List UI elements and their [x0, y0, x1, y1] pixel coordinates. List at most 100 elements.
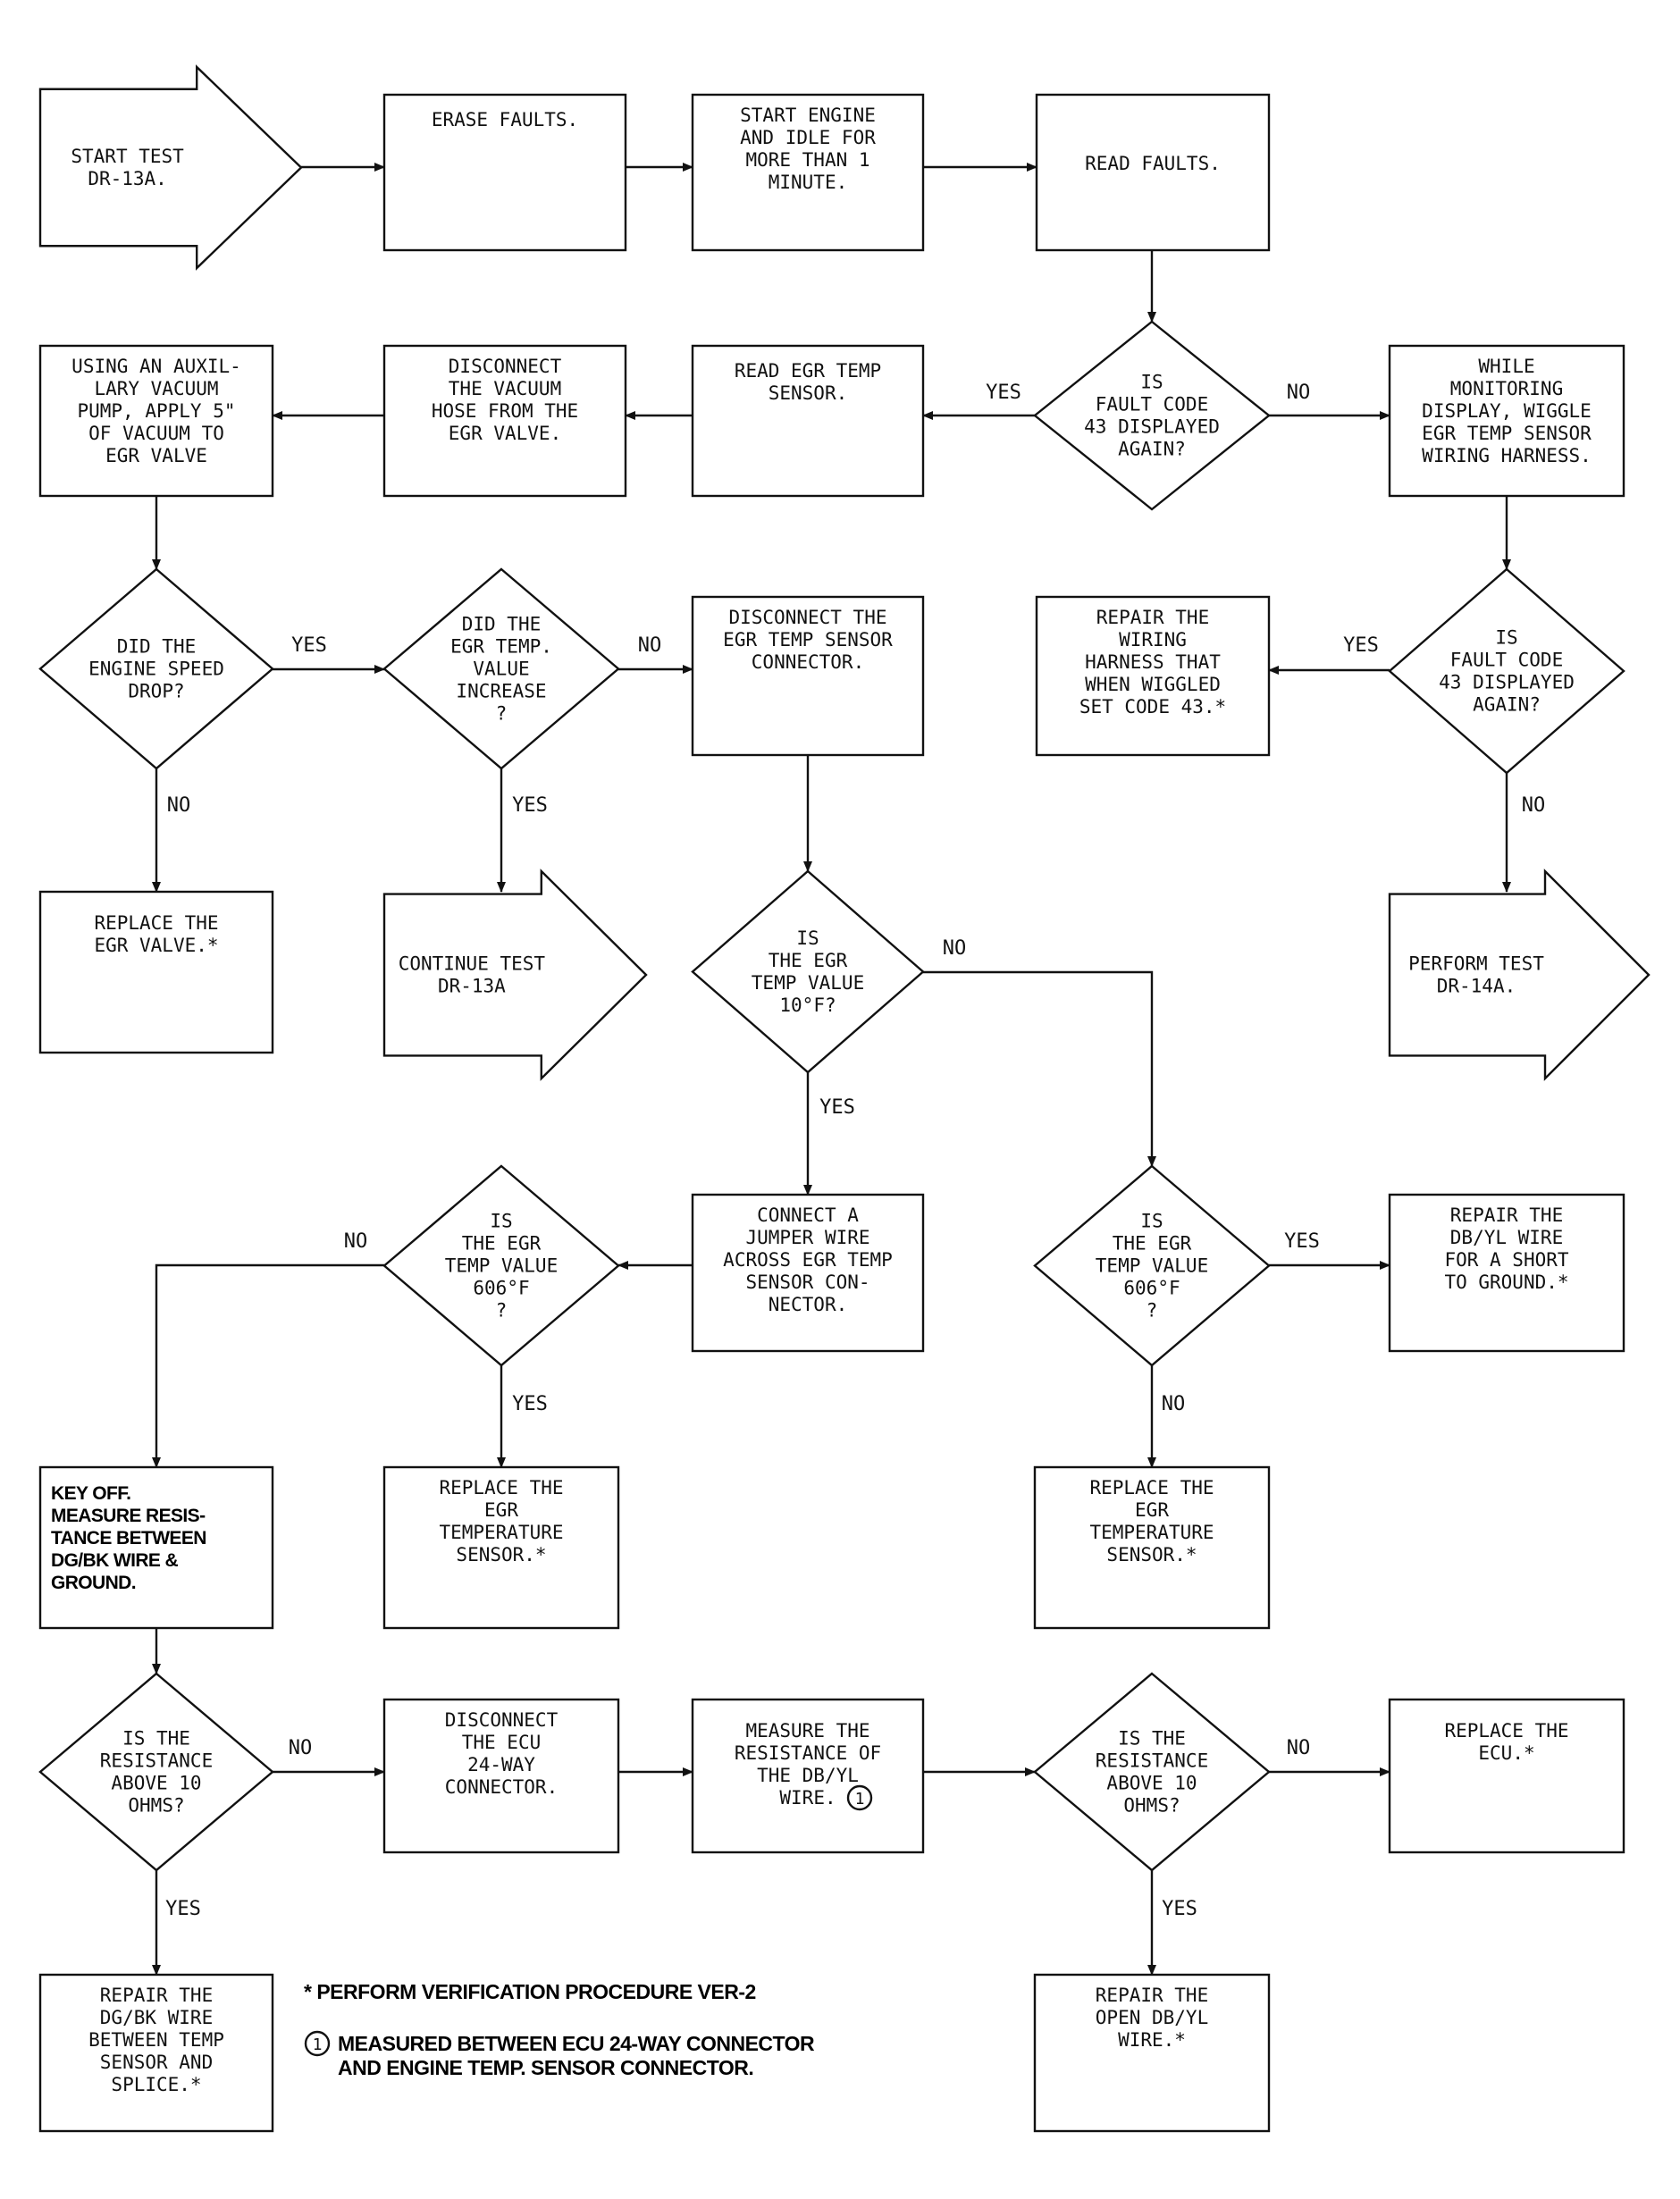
repair-harness-label-line: REPAIR THE	[1096, 607, 1209, 628]
fault-43-q2-label-line: FAULT CODE	[1450, 650, 1563, 671]
read-egr-temp-rect	[691, 344, 925, 498]
engine-speed-q-label-line: ENGINE SPEED	[88, 659, 224, 680]
disconnect-ecu-label-line: DISCONNECT	[445, 1709, 559, 1731]
read-faults-rect	[1035, 93, 1271, 252]
resistance-q-right-label-line: OHMS?	[1123, 1795, 1180, 1817]
fault-43-q1-diamond-shape	[1033, 320, 1271, 511]
measured-note-line1: MEASURED BETWEEN ECU 24-WAY CONNECTOR	[338, 2032, 815, 2055]
edge-label-no: NO	[1287, 382, 1311, 404]
key-off-measure-rect	[38, 1465, 274, 1630]
erase-faults-label: ERASE FAULTS.	[432, 109, 578, 130]
temp-606-q-right-label-line: ?	[1147, 1300, 1158, 1322]
edge-label-no: NO	[167, 794, 191, 817]
circled-marker-number: 1	[313, 2035, 323, 2054]
measure-dbyl-label-line: THE DB/YL	[757, 1765, 859, 1786]
wiggle-harness-rect	[1388, 344, 1625, 498]
edge-label-no: NO	[638, 634, 662, 657]
start-test-label-line: DR-13A.	[88, 168, 167, 189]
disconnect-ecu-label-line: CONNECTOR.	[445, 1776, 558, 1798]
footnotes: * PERFORM VERIFICATION PROCEDURE VER-2 1…	[304, 1980, 816, 2079]
resistance-q-left-label-line: RESISTANCE	[100, 1750, 213, 1772]
fault-43-q2-label-line: 43 DISPLAYED	[1439, 672, 1575, 693]
connector-temp-10-q-to-temp-606-q-right	[923, 970, 1156, 1167]
measured-note-line2: AND ENGINE TEMP. SENSOR CONNECTOR.	[338, 2056, 753, 2079]
connect-jumper-label-line: NECTOR.	[769, 1294, 848, 1315]
replace-sensor-right-label-line: SENSOR.*	[1106, 1544, 1197, 1565]
temp-606-q-left-diamond-shape	[382, 1164, 620, 1367]
repair-dbyl-short-label-line: REPAIR THE	[1450, 1204, 1563, 1226]
engine-speed-q-diamond-shape	[38, 567, 274, 770]
replace-sensor-left-label-line: SENSOR.*	[456, 1544, 546, 1565]
engine-speed-q-label-line: DROP?	[128, 681, 184, 702]
temp-10-q-label-line: IS	[796, 927, 819, 949]
perform-test-label-line: DR-14A.	[1437, 976, 1516, 997]
disconnect-vacuum-label-line: HOSE FROM THE	[432, 400, 578, 422]
start-engine-label-line: MINUTE.	[769, 172, 848, 193]
edge-label-no: NO	[943, 937, 967, 960]
wiggle-harness-label-line: EGR TEMP SENSOR	[1422, 423, 1592, 444]
replace-sensor-right-label-line: REPLACE THE	[1089, 1477, 1214, 1498]
repair-open-dbyl-label-line: REPAIR THE	[1096, 1985, 1208, 2006]
temp-606-q-right-label-line: THE EGR	[1113, 1233, 1192, 1255]
continue-test-label-line: CONTINUE TEST	[399, 953, 546, 975]
resistance-q-left-label-line: ABOVE 10	[111, 1773, 201, 1794]
replace-ecu-rect	[1388, 1698, 1625, 1854]
key-off-measure-label-line: KEY OFF.	[51, 1483, 130, 1504]
aux-vacuum-label-line: USING AN AUXIL-	[71, 356, 241, 377]
key-off-measure-label-line: MEASURE RESIS-	[51, 1506, 206, 1526]
replace-sensor-left-label-line: TEMPERATURE	[439, 1522, 563, 1543]
connectors	[152, 163, 1511, 1976]
replace-ecu-label-line: ECU.*	[1478, 1742, 1534, 1764]
temp-606-q-left-label-line: 606°F	[473, 1278, 529, 1299]
replace-sensor-right-label-line: EGR	[1135, 1499, 1169, 1521]
perform-test-arrow-shape	[1388, 869, 1651, 1081]
disconnect-sensor-label-line: CONNECTOR.	[752, 651, 864, 673]
temp-10-q-label-line: 10°F?	[779, 995, 836, 1016]
start-test-label-line: START TEST	[71, 146, 184, 167]
read-faults-label-line: READ FAULTS.	[1085, 153, 1221, 174]
start-engine-rect	[691, 93, 925, 252]
edge-label-yes: YES	[986, 382, 1021, 404]
repair-dgbk-label-line: SENSOR AND	[100, 2052, 213, 2073]
disconnect-sensor-label-line: EGR TEMP SENSOR	[723, 629, 893, 650]
fault-43-q2-label-line: IS	[1495, 627, 1517, 649]
fault-43-q2-label-line: AGAIN?	[1473, 694, 1541, 716]
erase-faults-rect	[382, 93, 627, 252]
edge-label-yes: YES	[1284, 1230, 1320, 1253]
verification-note: * PERFORM VERIFICATION PROCEDURE VER-2	[304, 1980, 756, 2003]
connect-jumper-rect	[691, 1193, 925, 1353]
repair-open-dbyl-label-line: OPEN DB/YL	[1096, 2007, 1208, 2028]
resistance-q-right-label-line: ABOVE 10	[1106, 1773, 1197, 1794]
resistance-q-left-label-line: OHMS?	[128, 1795, 184, 1817]
edge-label-no: NO	[1522, 794, 1546, 817]
